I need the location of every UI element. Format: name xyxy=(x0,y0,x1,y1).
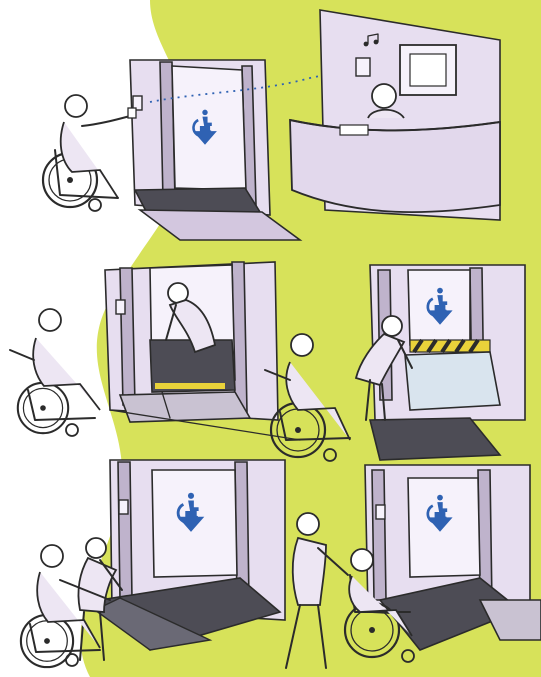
call-button-icon[interactable] xyxy=(376,505,385,519)
call-button-icon[interactable] xyxy=(119,500,128,514)
panel-staff-pulls-ramp xyxy=(10,262,300,440)
wheelchair-user-1 xyxy=(43,95,136,211)
hazard-stripes-icon xyxy=(410,340,490,352)
receiver-device-icon xyxy=(356,58,370,76)
staff-member-icon xyxy=(372,84,396,108)
reception-desk xyxy=(290,120,500,212)
wheelchair-user-2 xyxy=(10,309,100,436)
call-button-icon[interactable] xyxy=(116,300,125,314)
